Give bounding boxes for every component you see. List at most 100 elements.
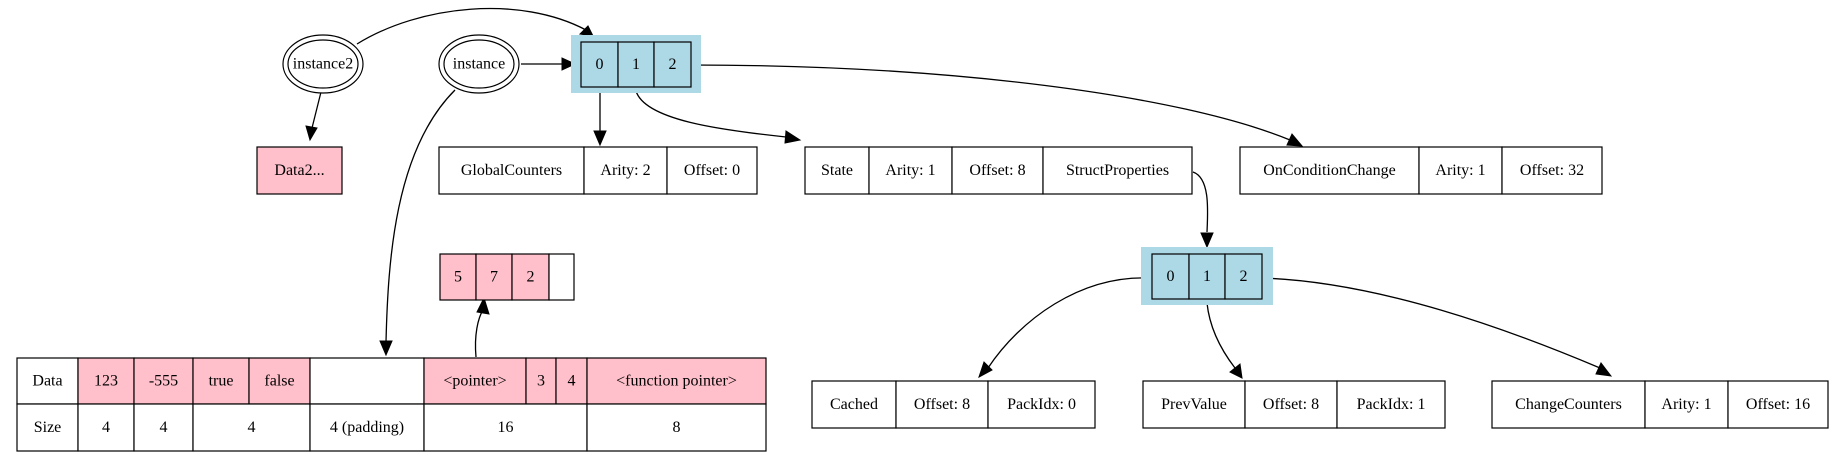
prev-value-node: PrevValue Offset: 8 PackIdx: 1 xyxy=(1142,380,1446,429)
on-condition-change-name: OnConditionChange xyxy=(1263,162,1395,179)
size-cell-3: 4 (padding) xyxy=(330,419,404,436)
change-counters-node: ChangeCounters Arity: 1 Offset: 16 xyxy=(1491,380,1829,429)
global-counters-arity-box xyxy=(583,146,668,195)
size-cell-0-box xyxy=(77,403,135,452)
change-counters-arity-box xyxy=(1644,380,1729,429)
state-array-cell-0: 0 xyxy=(1167,268,1175,285)
edge-pointer-to-pointer-target-arrowhead xyxy=(476,296,490,315)
data-size-table: Data 123 -555 true false <pointer> 3 4 <… xyxy=(16,357,767,452)
on-condition-change-node: OnConditionChange Arity: 1 Offset: 32 xyxy=(1239,146,1603,195)
global-counters-name-box xyxy=(438,146,585,195)
global-counters-node: GlobalCounters Arity: 2 Offset: 0 xyxy=(438,146,758,195)
pointer-target-cell-1: 7 xyxy=(490,269,498,286)
state-arity: Arity: 1 xyxy=(885,162,935,179)
pointer-target-cell-0: 5 xyxy=(454,269,462,286)
state-offset-box xyxy=(951,146,1044,195)
instance-node: instance xyxy=(438,34,520,94)
size-row-label: Size xyxy=(34,419,62,436)
state-array-cell-0-box xyxy=(1151,253,1190,300)
edge-instance-to-top-array-arrowhead xyxy=(561,57,577,71)
cached-packidx: PackIdx: 0 xyxy=(1007,396,1076,413)
cached-node: Cached Offset: 8 PackIdx: 0 xyxy=(811,380,1096,429)
top-array-cell-1-box xyxy=(617,41,655,88)
state-arity-box xyxy=(868,146,953,195)
edge-struct-properties-to-state-array xyxy=(1192,171,1209,233)
instance2-node: instance2 xyxy=(282,34,364,94)
state-node: State Arity: 1 Offset: 8 StructPropertie… xyxy=(804,146,1193,195)
data-cell-2-box xyxy=(192,357,250,405)
data-cell-1: -555 xyxy=(149,373,178,390)
edge-state-array-2-to-change-counters-arrowhead xyxy=(1595,362,1613,377)
edges xyxy=(305,7,1613,379)
cached-name-box xyxy=(811,380,897,429)
pointer-target-cell-2: 2 xyxy=(527,269,535,286)
on-condition-change-offset: Offset: 32 xyxy=(1520,162,1584,179)
cached-offset: Offset: 8 xyxy=(914,396,970,413)
change-counters-offset: Offset: 16 xyxy=(1746,396,1810,413)
instance-label: instance xyxy=(453,56,505,73)
pointer-target-node: 5 7 2 xyxy=(439,253,575,301)
edge-top-array-1-to-state-arrowhead xyxy=(784,130,802,144)
data-cell-0: 123 xyxy=(94,373,118,390)
edge-pointer-to-pointer-target xyxy=(474,309,484,358)
prev-value-name-box xyxy=(1142,380,1246,429)
state-props-box xyxy=(1042,146,1193,195)
edge-state-array-0-to-cached-arrowhead xyxy=(978,361,993,379)
edge-top-array-0-to-global-counters-arrowhead xyxy=(593,130,607,147)
edge-instance-to-data-table-arrowhead xyxy=(379,340,393,357)
data-cell-2: true xyxy=(209,373,234,390)
global-counters-arity: Arity: 2 xyxy=(600,162,650,179)
instance-outer-ellipse xyxy=(438,34,520,94)
state-offset: Offset: 8 xyxy=(969,162,1025,179)
cached-packidx-box xyxy=(987,380,1096,429)
data-cell-3-box xyxy=(248,357,311,405)
edge-top-array-2-to-on-condition-change-arrowhead xyxy=(1286,133,1304,147)
edge-top-array-2-to-on-condition-change xyxy=(689,64,1291,141)
state-array-cell-1-box xyxy=(1188,253,1226,300)
data-cell-8-box xyxy=(586,357,767,405)
state-array-node: 0 1 2 xyxy=(1141,247,1273,305)
data-cell-8: <function pointer> xyxy=(616,373,737,390)
change-counters-arity: Arity: 1 xyxy=(1661,396,1711,413)
on-condition-change-name-box xyxy=(1239,146,1420,195)
global-counters-name: GlobalCounters xyxy=(461,162,562,179)
state-array-cell-1: 1 xyxy=(1203,268,1211,285)
data2-node: Data2... xyxy=(256,146,343,195)
instance2-inner-ellipse xyxy=(287,39,359,89)
instance2-outer-ellipse xyxy=(282,34,364,94)
on-condition-change-arity-box xyxy=(1418,146,1503,195)
size-cell-3-box xyxy=(309,403,425,452)
state-name: State xyxy=(821,162,853,179)
edge-struct-properties-to-state-array-arrowhead xyxy=(1200,232,1214,249)
data-row-label-box xyxy=(16,357,79,405)
on-condition-change-arity: Arity: 1 xyxy=(1435,162,1485,179)
state-array-cell-2-box xyxy=(1224,253,1263,300)
data-row-label: Data xyxy=(32,373,62,390)
size-cell-5-box xyxy=(586,403,767,452)
prev-value-offset-box xyxy=(1244,380,1338,429)
data2-box xyxy=(256,146,343,195)
change-counters-name: ChangeCounters xyxy=(1515,396,1622,413)
pointer-target-cell-1-box xyxy=(475,253,513,301)
prev-value-packidx: PackIdx: 1 xyxy=(1357,396,1426,413)
pointer-target-cell-3-box xyxy=(548,253,575,301)
edge-instance2-to-data2 xyxy=(311,91,322,129)
instance-inner-ellipse xyxy=(443,39,515,89)
change-counters-name-box xyxy=(1491,380,1646,429)
edge-instance-to-data-table xyxy=(385,89,456,343)
change-counters-offset-box xyxy=(1727,380,1829,429)
data-cell-6: 3 xyxy=(537,373,545,390)
data-cell-5: <pointer> xyxy=(443,373,506,390)
data-cell-6-box xyxy=(525,357,557,405)
size-cell-2: 4 xyxy=(248,419,256,436)
edge-state-array-1-to-prev-value-arrowhead xyxy=(1229,363,1243,379)
data-cell-5-box xyxy=(423,357,527,405)
size-cell-4: 16 xyxy=(498,419,514,436)
top-array-cell-2: 2 xyxy=(669,56,677,73)
top-array-cell-1: 1 xyxy=(632,56,640,73)
data-cell-4-box xyxy=(309,357,425,405)
data-cell-7-box xyxy=(555,357,588,405)
top-array-node: 0 1 2 xyxy=(571,35,701,93)
prev-value-name: PrevValue xyxy=(1161,396,1227,413)
